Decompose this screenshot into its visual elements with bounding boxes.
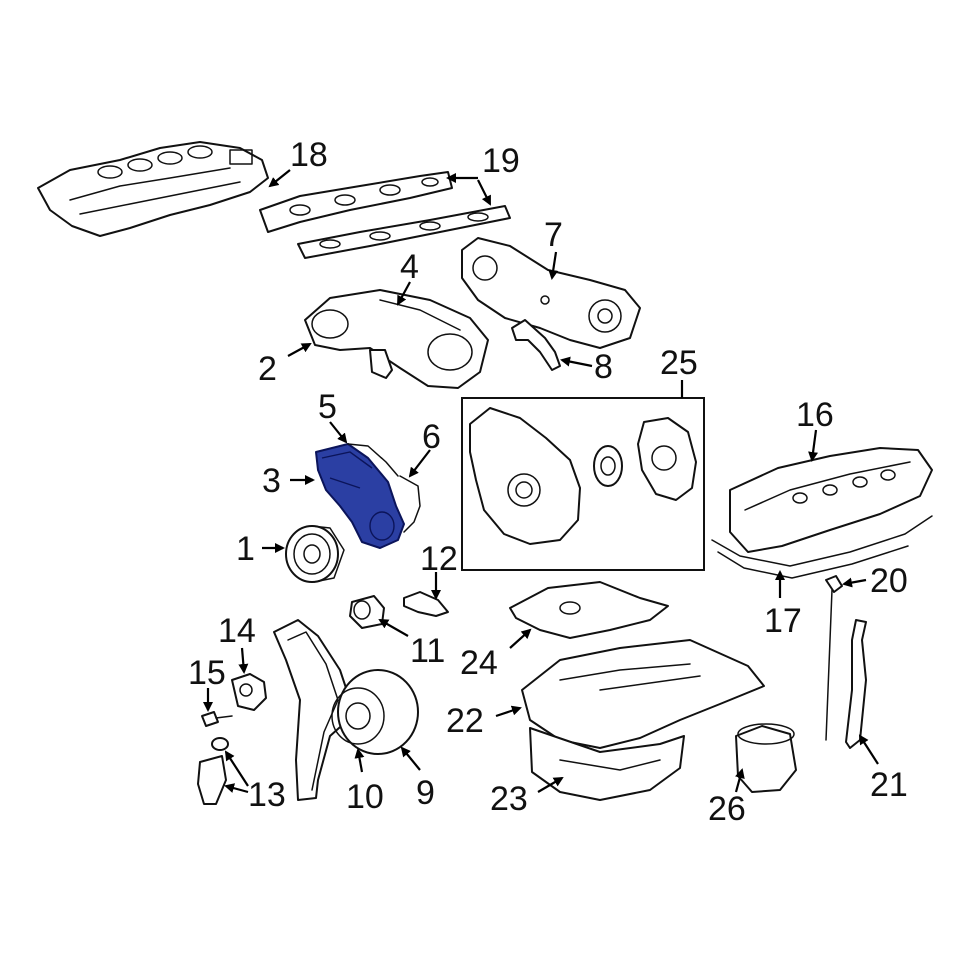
part-9-timing-belt[interactable] [273,619,351,801]
callout-22: 22 [446,702,484,740]
part-25-box [461,397,705,571]
part-22-oil-pan-upper[interactable] [521,639,765,749]
part-7-timing-cover-rear[interactable] [461,237,641,349]
callout-24: 24 [460,644,498,682]
part-24-oil-baffle[interactable] [509,581,669,639]
leader-10 [354,748,365,773]
callout-2: 2 [258,350,277,388]
part-26-oil-filter[interactable] [735,723,797,793]
callout-11: 11 [410,632,445,670]
callout-13: 13 [248,776,286,814]
part-1-crankshaft-pulley[interactable] [285,525,345,583]
leader-5 [329,421,348,444]
part-21-dipstick-tube[interactable] [845,619,867,749]
part-10-idler-pulley[interactable] [331,669,419,755]
callout-17: 17 [764,602,802,640]
leader-4 [397,281,411,306]
callout-20: 20 [870,562,908,600]
callout-18: 18 [290,136,328,174]
callout-3: 3 [262,462,281,500]
leader-24 [509,628,532,649]
part-23-oil-pan-lower[interactable] [529,727,685,801]
leader-11 [378,619,409,637]
leader-20 [842,577,867,588]
part-4-timing-cover-upper[interactable] [304,289,489,389]
callout-12: 12 [420,540,458,578]
part-19-manifold-gaskets[interactable] [259,171,511,259]
part-6-gasket[interactable] [399,475,421,533]
part-12-bracket[interactable] [403,591,449,617]
part-17-valve-cover-gasket[interactable] [711,515,933,579]
part-5-gasket[interactable] [347,443,399,477]
callout-19: 19 [482,142,520,180]
leader-14 [238,647,249,674]
part-11-bushing[interactable] [349,595,385,629]
leader-6 [408,449,431,478]
leader-7 [548,251,559,280]
callout-23: 23 [490,780,528,818]
leader-2 [287,343,312,357]
callout-5: 5 [318,388,337,426]
callout-10: 10 [346,778,384,816]
leader-21 [858,734,879,765]
leader-22 [495,705,522,718]
callout-25: 25 [660,344,698,382]
leader-26 [734,768,745,793]
leader-23 [537,776,564,793]
part-16-valve-cover[interactable] [729,447,933,553]
callout-26: 26 [708,790,746,828]
leader-13a [224,783,249,794]
part-13-switch[interactable] [197,737,229,805]
leader-19b [477,179,491,206]
leader-8 [560,356,593,368]
part-18-intake-manifold[interactable] [37,141,269,237]
callout-14: 14 [218,612,256,650]
callout-1: 1 [236,530,255,568]
callout-8: 8 [594,348,613,386]
part-3-timing-cover-front[interactable] [315,443,405,549]
leader-9 [400,746,421,771]
callout-21: 21 [870,766,908,804]
part-14-sensor[interactable] [231,673,267,711]
leader-18 [268,169,291,188]
callout-16: 16 [796,396,834,434]
part-2-timing-cover-lower[interactable] [369,349,393,379]
part-8-gasket[interactable] [511,319,561,371]
leader-13b [224,750,249,787]
callout-4: 4 [400,248,419,286]
part-25-oil-pump-assembly[interactable] [469,407,697,545]
part-20-dipstick[interactable] [825,575,843,741]
callout-6: 6 [422,418,441,456]
part-15-bolt[interactable] [201,711,233,727]
leader-16 [808,429,819,462]
callout-7: 7 [544,216,563,254]
callout-9: 9 [416,774,435,812]
callout-15: 15 [188,654,226,692]
